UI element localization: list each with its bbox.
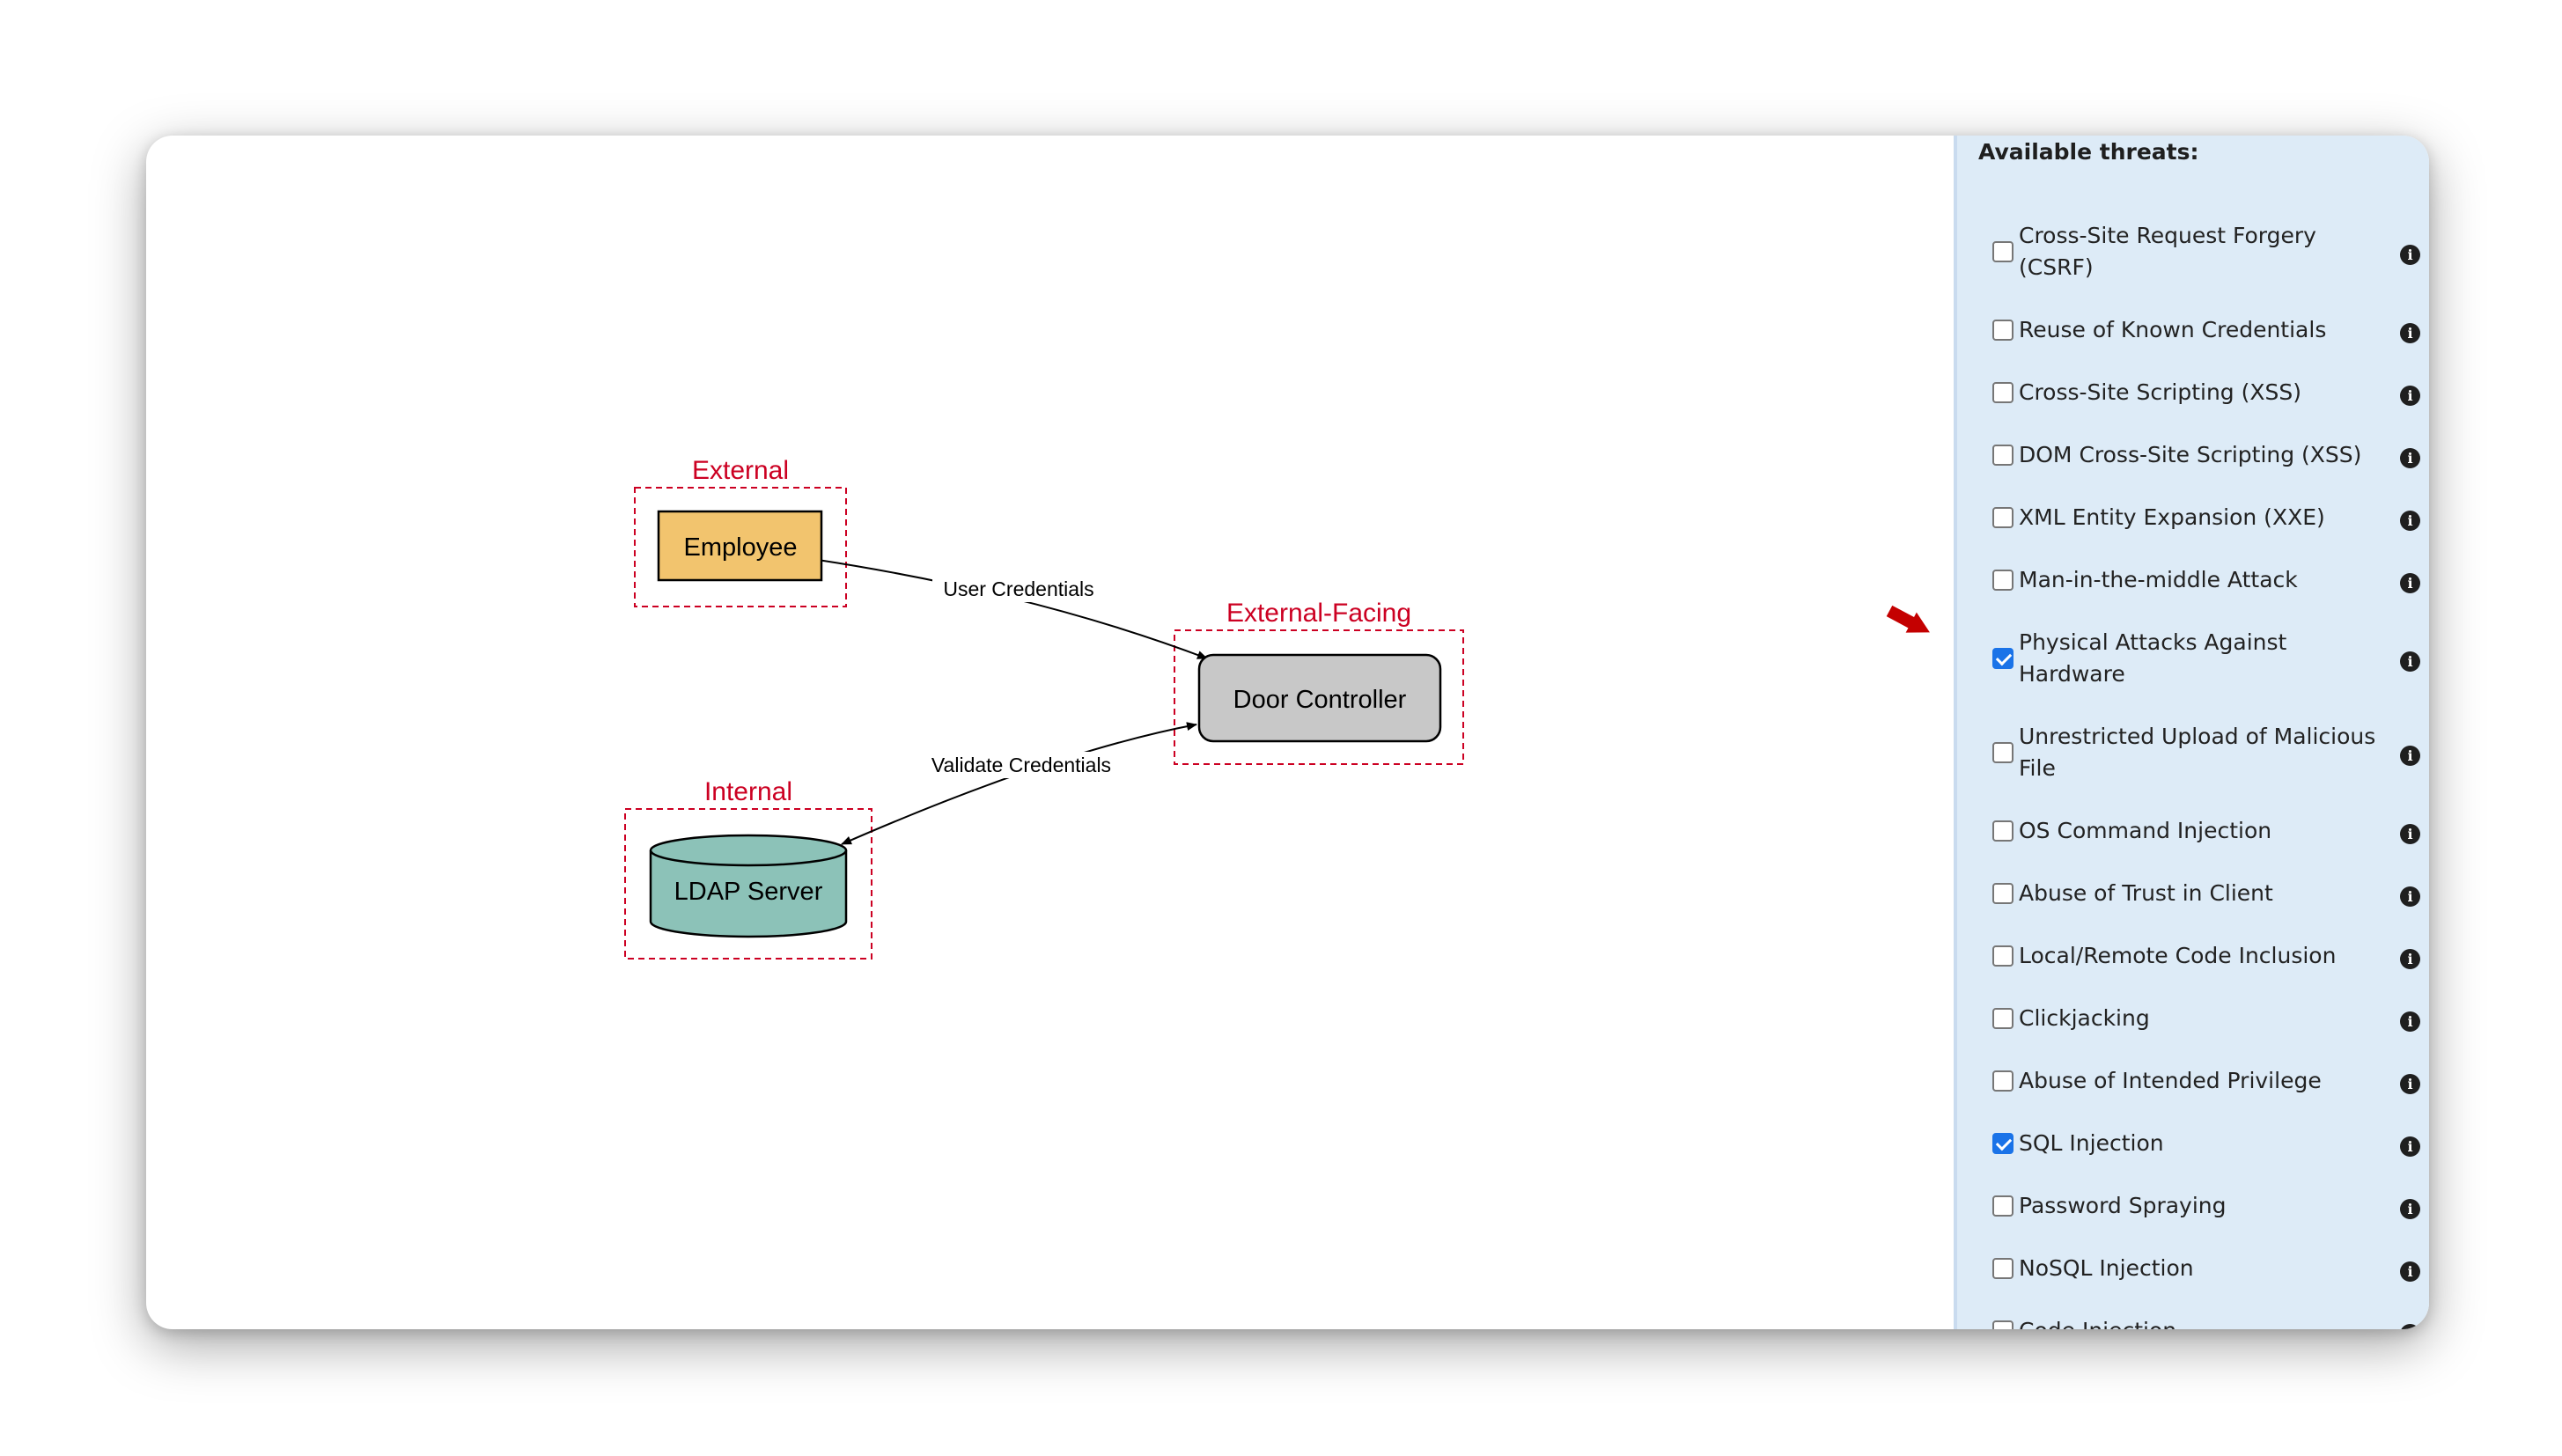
threat-row[interactable]: Abuse of Trust in Client i bbox=[1957, 878, 2429, 909]
zone-external-border bbox=[634, 487, 847, 607]
info-icon[interactable]: i bbox=[2400, 1136, 2420, 1157]
zone-external-facing-label: External-Facing bbox=[1226, 599, 1411, 628]
info-icon[interactable]: i bbox=[2400, 1011, 2420, 1032]
threat-checkbox[interactable] bbox=[1992, 648, 2014, 669]
node-ldap-server-label: LDAP Server bbox=[674, 878, 823, 906]
threat-row[interactable]: Physical Attacks Against Hardware i bbox=[1957, 627, 2429, 690]
info-icon[interactable]: i bbox=[2400, 245, 2420, 265]
threat-label: Physical Attacks Against Hardware bbox=[2019, 629, 2287, 687]
info-icon[interactable]: i bbox=[2400, 949, 2420, 969]
threat-checkbox[interactable] bbox=[1992, 1320, 2014, 1329]
zone-internal-label: Internal bbox=[704, 777, 792, 806]
threat-row[interactable]: Abuse of Intended Privilege i bbox=[1957, 1065, 2429, 1097]
threat-row[interactable]: Unrestricted Upload of Malicious File i bbox=[1957, 721, 2429, 784]
edge-user-credentials[interactable]: User Credentials bbox=[817, 559, 1208, 659]
threat-label: Abuse of Intended Privilege bbox=[2019, 1068, 2322, 1093]
diagram-canvas[interactable]: External External-Facing Internal User C… bbox=[146, 136, 1954, 1329]
node-door-controller-shape bbox=[1197, 653, 1442, 743]
edge-user-credentials-label: User Credentials bbox=[943, 577, 1093, 600]
threat-checkbox[interactable] bbox=[1992, 820, 2014, 842]
threat-label: Password Spraying bbox=[2019, 1193, 2227, 1218]
node-ldap-server[interactable]: LDAP Server bbox=[649, 834, 848, 938]
threat-label: NoSQL Injection bbox=[2019, 1255, 2194, 1281]
threat-row[interactable]: Clickjacking i bbox=[1957, 1003, 2429, 1034]
threat-checkbox[interactable] bbox=[1992, 742, 2014, 763]
threat-checkbox[interactable] bbox=[1992, 1070, 2014, 1092]
zone-external-facing[interactable]: External-Facing bbox=[1174, 599, 1464, 765]
info-icon[interactable]: i bbox=[2400, 323, 2420, 343]
threat-label: DOM Cross-Site Scripting (XSS) bbox=[2019, 442, 2362, 467]
info-icon[interactable]: i bbox=[2400, 511, 2420, 531]
threat-row[interactable]: OS Command Injection i bbox=[1957, 815, 2429, 847]
threat-checkbox[interactable] bbox=[1992, 507, 2014, 528]
threat-row[interactable]: Cross-Site Request Forgery (CSRF) i bbox=[1957, 220, 2429, 283]
threat-checkbox[interactable] bbox=[1992, 1008, 2014, 1029]
threat-row[interactable]: Password Spraying i bbox=[1957, 1190, 2429, 1222]
threat-checkbox[interactable] bbox=[1992, 570, 2014, 591]
zone-external[interactable]: External bbox=[634, 456, 847, 607]
threat-row[interactable]: Code Injection i bbox=[1957, 1315, 2429, 1329]
threat-checkbox[interactable] bbox=[1992, 320, 2014, 341]
app-window: External External-Facing Internal User C… bbox=[146, 136, 2429, 1329]
threat-row[interactable]: Local/Remote Code Inclusion i bbox=[1957, 940, 2429, 972]
threats-panel: Available threats: Cross-Site Request Fo… bbox=[1954, 136, 2429, 1329]
threat-checkbox[interactable] bbox=[1992, 1133, 2014, 1154]
threat-checkbox[interactable] bbox=[1992, 382, 2014, 403]
threat-label: XML Entity Expansion (XXE) bbox=[2019, 504, 2325, 530]
info-icon[interactable]: i bbox=[2400, 651, 2420, 672]
threat-label: Man-in-the-middle Attack bbox=[2019, 567, 2298, 592]
panel-title: Available threats: bbox=[1978, 139, 2199, 165]
threat-checkbox[interactable] bbox=[1992, 945, 2014, 967]
info-icon[interactable]: i bbox=[2400, 386, 2420, 406]
zone-internal[interactable]: Internal bbox=[624, 777, 872, 960]
zone-internal-border bbox=[624, 808, 872, 960]
info-icon[interactable]: i bbox=[2400, 824, 2420, 844]
info-icon[interactable]: i bbox=[2400, 886, 2420, 907]
threat-checkbox[interactable] bbox=[1992, 445, 2014, 466]
threat-label: Cross-Site Scripting (XSS) bbox=[2019, 379, 2301, 405]
node-employee[interactable]: Employee bbox=[657, 510, 823, 582]
threat-checkbox[interactable] bbox=[1992, 241, 2014, 262]
edge-validate-credentials-label: Validate Credentials bbox=[931, 754, 1111, 776]
info-icon[interactable]: i bbox=[2400, 448, 2420, 468]
info-icon[interactable]: i bbox=[2400, 1324, 2420, 1329]
threat-checkbox[interactable] bbox=[1992, 883, 2014, 904]
node-door-controller[interactable]: Door Controller bbox=[1197, 653, 1442, 743]
threat-row[interactable]: XML Entity Expansion (XXE) i bbox=[1957, 502, 2429, 533]
node-employee-label: Employee bbox=[684, 533, 798, 562]
node-ldap-server-top bbox=[649, 834, 848, 867]
threat-label: Local/Remote Code Inclusion bbox=[2019, 943, 2337, 968]
edge-validate-credentials-label-bg bbox=[923, 752, 1120, 778]
edge-user-credentials-label-bg bbox=[932, 576, 1105, 602]
threat-row[interactable]: Man-in-the-middle Attack i bbox=[1957, 564, 2429, 596]
threat-checkbox[interactable] bbox=[1992, 1258, 2014, 1279]
threat-label: Abuse of Trust in Client bbox=[2019, 880, 2273, 906]
threat-row[interactable]: Cross-Site Scripting (XSS) i bbox=[1957, 377, 2429, 408]
threat-row[interactable]: SQL Injection i bbox=[1957, 1128, 2429, 1159]
node-door-controller-label: Door Controller bbox=[1233, 686, 1407, 714]
info-icon[interactable]: i bbox=[2400, 746, 2420, 766]
threat-checkbox[interactable] bbox=[1992, 1195, 2014, 1217]
node-ldap-server-body bbox=[649, 850, 848, 938]
info-icon[interactable]: i bbox=[2400, 1199, 2420, 1219]
threat-label: Reuse of Known Credentials bbox=[2019, 317, 2327, 342]
info-icon[interactable]: i bbox=[2400, 1261, 2420, 1282]
threat-label: Unrestricted Upload of Malicious File bbox=[2019, 724, 2376, 781]
threat-row[interactable]: NoSQL Injection i bbox=[1957, 1253, 2429, 1284]
threat-label: OS Command Injection bbox=[2019, 818, 2272, 843]
zone-external-label: External bbox=[692, 456, 789, 485]
threat-label: Clickjacking bbox=[2019, 1005, 2150, 1031]
edge-validate-credentials-line bbox=[841, 722, 1197, 845]
info-icon[interactable]: i bbox=[2400, 573, 2420, 593]
diagram-svg: External External-Facing Internal User C… bbox=[624, 456, 1464, 960]
threat-row[interactable]: Reuse of Known Credentials i bbox=[1957, 314, 2429, 346]
node-employee-shape bbox=[657, 510, 823, 582]
edge-user-credentials-line bbox=[817, 559, 1208, 659]
threat-label: SQL Injection bbox=[2019, 1130, 2164, 1156]
threat-row[interactable]: DOM Cross-Site Scripting (XSS) i bbox=[1957, 439, 2429, 471]
edge-validate-credentials[interactable]: Validate Credentials bbox=[841, 722, 1197, 845]
threat-label: Code Injection bbox=[2019, 1315, 2380, 1329]
threat-label: Cross-Site Request Forgery (CSRF) bbox=[2019, 223, 2316, 280]
info-icon[interactable]: i bbox=[2400, 1074, 2420, 1094]
